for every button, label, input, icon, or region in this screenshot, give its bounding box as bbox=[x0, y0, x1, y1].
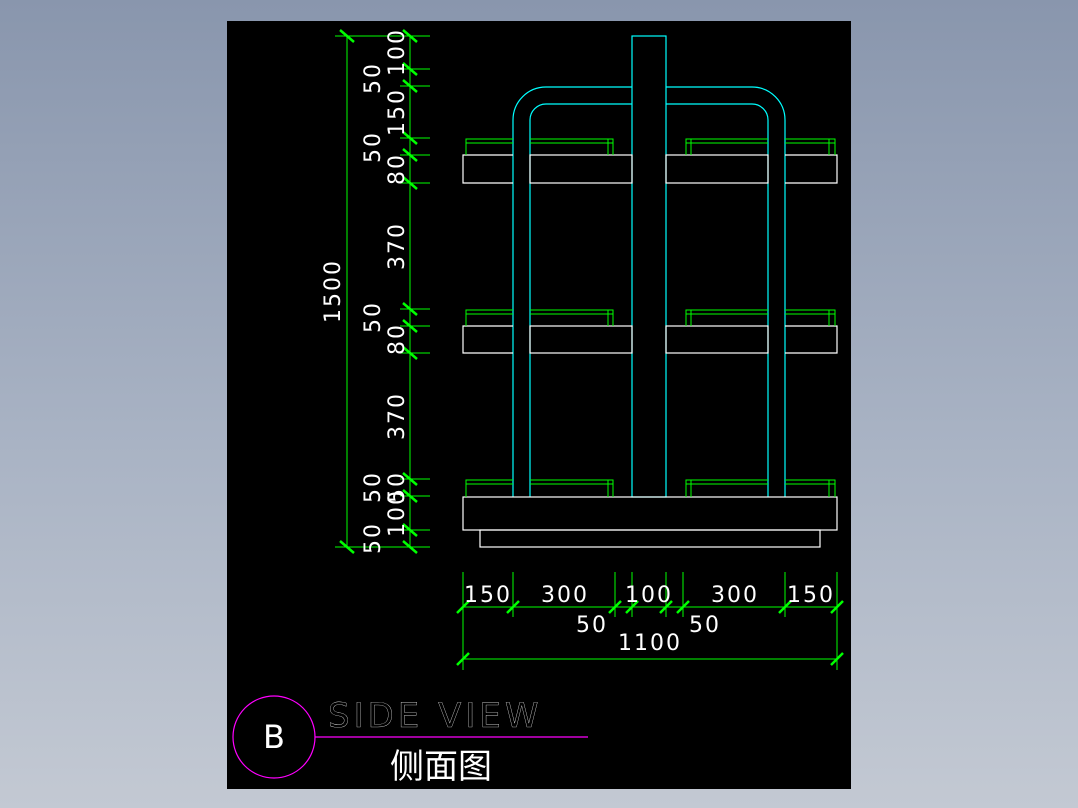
dim-tick bbox=[402, 319, 418, 333]
dim-tick bbox=[676, 600, 690, 614]
frame-tube-inner bbox=[529, 103, 769, 497]
vertical-dim-ticks bbox=[339, 29, 418, 554]
dim-label: 100 bbox=[385, 489, 410, 537]
dim-tick bbox=[402, 62, 418, 76]
side-view-drawing: 1500 100 50 150 50 80 370 50 80 370 50 5… bbox=[232, 28, 844, 787]
shelf-top-left-inner bbox=[529, 154, 633, 184]
shelf-mid-left-inner bbox=[529, 325, 633, 354]
rail-top-right bbox=[685, 138, 836, 155]
dim-label: 150 bbox=[385, 88, 410, 136]
horizontal-dim-ticks bbox=[456, 600, 844, 666]
dim-total-height: 1500 bbox=[321, 259, 346, 323]
dim-label: 50 bbox=[689, 613, 721, 638]
rail-mid-right bbox=[685, 309, 836, 326]
dim-label: 150 bbox=[787, 583, 835, 608]
dim-label: 100 bbox=[385, 28, 410, 76]
dim-label: 150 bbox=[464, 583, 512, 608]
dim-tick bbox=[625, 600, 639, 614]
dim-label: 50 bbox=[361, 62, 386, 94]
dim-tick bbox=[402, 489, 418, 503]
shelf-mid-right-outer bbox=[785, 325, 838, 354]
frame-tube-outer bbox=[512, 86, 786, 497]
dim-tick bbox=[778, 600, 792, 614]
dim-tick bbox=[402, 523, 418, 537]
view-subtitle: 侧面图 bbox=[390, 747, 492, 787]
dim-tick bbox=[402, 346, 418, 360]
dim-tick bbox=[659, 600, 673, 614]
dim-label: 80 bbox=[385, 153, 410, 185]
dim-label: 50 bbox=[361, 471, 386, 503]
dim-label: 50 bbox=[385, 471, 410, 503]
shelf-top-right-outer bbox=[785, 154, 838, 184]
dim-tick bbox=[830, 652, 844, 666]
dim-label: 50 bbox=[361, 131, 386, 163]
dim-label: 370 bbox=[385, 222, 410, 270]
dim-tick bbox=[608, 600, 622, 614]
dim-total-width: 1100 bbox=[618, 631, 682, 656]
dim-tick bbox=[456, 600, 470, 614]
dim-label: 300 bbox=[711, 583, 759, 608]
shelf-group bbox=[462, 154, 838, 548]
dim-tick bbox=[402, 176, 418, 190]
dim-tick bbox=[830, 600, 844, 614]
drawing-sheet: 1500 100 50 150 50 80 370 50 80 370 50 5… bbox=[227, 21, 851, 789]
base-foot bbox=[479, 529, 821, 548]
view-marker-letter: B bbox=[263, 718, 285, 756]
dim-tick bbox=[402, 540, 418, 554]
dim-label: 50 bbox=[576, 613, 608, 638]
rail-bottom-right bbox=[685, 479, 836, 497]
view-title: SIDE VIEW bbox=[328, 696, 542, 736]
dim-tick bbox=[402, 148, 418, 162]
dim-tick bbox=[402, 79, 418, 93]
shelf-top-right-inner bbox=[665, 154, 769, 184]
dim-tick bbox=[402, 302, 418, 316]
dim-tick bbox=[506, 600, 520, 614]
dim-tick bbox=[339, 540, 355, 554]
vertical-dimension-group bbox=[335, 35, 430, 548]
rail-bottom-left bbox=[465, 479, 614, 497]
dim-tick bbox=[456, 652, 470, 666]
dim-tick bbox=[402, 29, 418, 43]
center-post bbox=[631, 35, 667, 498]
base-plate bbox=[462, 496, 838, 531]
dim-tick bbox=[402, 472, 418, 486]
rail-mid-left bbox=[465, 309, 614, 326]
dim-label: 50 bbox=[361, 301, 386, 333]
shelf-mid-left-outer bbox=[462, 325, 513, 354]
shelf-top-left-outer bbox=[462, 154, 513, 184]
dim-label: 80 bbox=[385, 323, 410, 355]
rail-top-left bbox=[465, 138, 614, 155]
dim-tick bbox=[402, 131, 418, 145]
dim-label: 100 bbox=[625, 583, 673, 608]
dim-label: 370 bbox=[385, 392, 410, 440]
dim-label: 300 bbox=[541, 583, 589, 608]
shelf-mid-right-inner bbox=[665, 325, 769, 354]
horizontal-dimension-group bbox=[462, 572, 838, 670]
guard-rail-group bbox=[465, 138, 836, 497]
dim-label: 50 bbox=[361, 522, 386, 554]
dim-tick bbox=[339, 29, 355, 43]
